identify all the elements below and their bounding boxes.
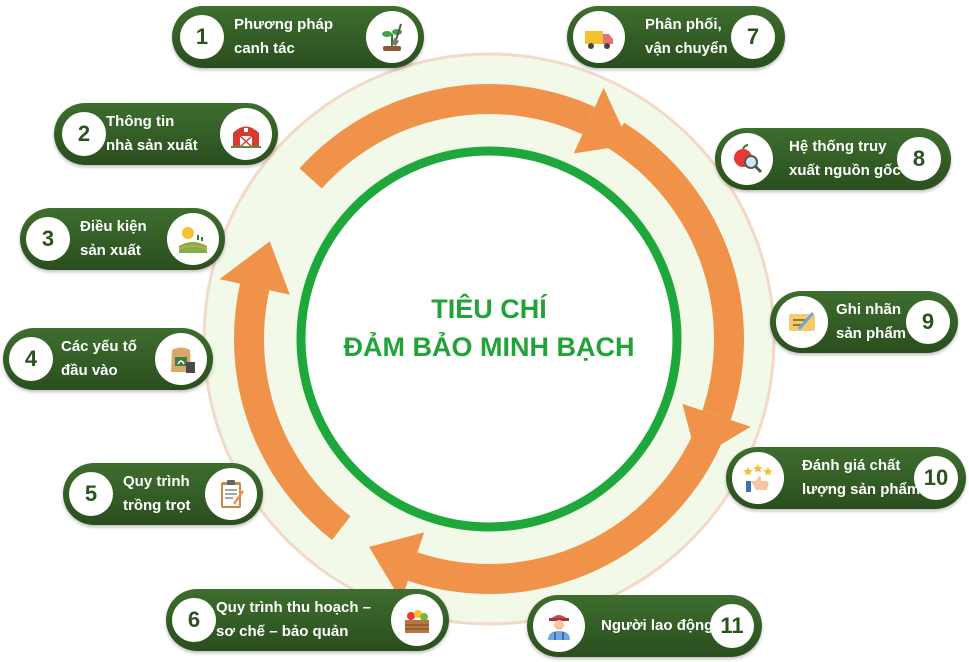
criterion-label: Điều kiện sản xuất [80, 208, 147, 270]
criterion-2: 2 Thông tin nhà sản xuất [54, 103, 278, 165]
label-line: Thông tin [106, 113, 175, 130]
label-line: vận chuyển [645, 40, 728, 57]
criterion-number: 9 [906, 300, 950, 344]
label-line: Phân phối, [645, 16, 722, 33]
criterion-11: Người lao động 11 [527, 595, 762, 657]
label-line: Quy trình [123, 473, 190, 490]
criterion-8: Hệ thống truy xuất nguồn gốc 8 [715, 128, 951, 190]
criterion-label: Ghi nhãn sản phẩm [836, 291, 906, 353]
label-line: Quy trình thu hoạch – [216, 599, 372, 616]
label-line: Phương pháp [234, 16, 334, 33]
label-line: sơ chế – bảo quản [216, 623, 349, 640]
criterion-label: Thông tin nhà sản xuất [106, 103, 198, 165]
criterion-label: Phương pháp canh tác [234, 6, 333, 68]
label-line: nhà sản xuất [106, 137, 198, 154]
cycle-arrow-body-2 [608, 122, 745, 421]
criterion-3: 3 Điều kiện sản xuất [20, 208, 225, 270]
criterion-label: Đánh giá chất lượng sản phẩm [802, 447, 920, 509]
produce-crate-icon [391, 594, 443, 646]
criterion-label: Người lao động [601, 595, 713, 657]
criterion-number: 8 [897, 137, 941, 181]
label-tag-icon [776, 296, 828, 348]
criterion-1: 1 Phương pháp canh tác [172, 6, 424, 68]
farm-worker-icon [533, 600, 585, 652]
criterion-number: 7 [731, 15, 775, 59]
cycle-arrow-head-4 [219, 241, 290, 295]
criterion-number: 4 [9, 337, 53, 381]
criterion-label: Hệ thống truy xuất nguồn gốc [789, 128, 901, 190]
criterion-9: Ghi nhãn sản phẩm 9 [770, 291, 958, 353]
label-line: Ghi nhãn [836, 301, 901, 318]
center-title-line-2: ĐẢM BẢO MINH BẠCH [344, 330, 635, 362]
criterion-number: 5 [69, 472, 113, 516]
criterion-4: 4 Các yếu tố đầu vào [3, 328, 213, 390]
seedling-shovel-icon [366, 11, 418, 63]
cycle-arrow-head-3 [369, 532, 425, 601]
criterion-label: Các yếu tố đầu vào [61, 328, 137, 390]
cycle-arrow-body-1 [299, 84, 595, 189]
center-title-line-1: TIÊU CHÍ [431, 293, 548, 324]
label-line: Người lao động [601, 617, 714, 634]
criterion-6: 6 Quy trình thu hoạch – sơ chế – bảo quả… [166, 589, 449, 651]
criterion-number: 3 [26, 217, 70, 261]
fertilizer-sack-icon [155, 333, 207, 385]
cycle-arrow-body-3 [407, 423, 726, 594]
center-ring [296, 146, 682, 532]
criterion-number: 11 [710, 604, 754, 648]
clipboard-icon [205, 468, 257, 520]
label-line: Đánh giá chất [802, 457, 901, 474]
delivery-truck-icon [573, 11, 625, 63]
label-line: sản xuất [80, 242, 141, 259]
cycle-arrow-body-4 [234, 283, 351, 540]
criterion-5: 5 Quy trình trồng trọt [63, 463, 263, 525]
label-line: trồng trọt [123, 497, 191, 514]
label-line: sản phẩm [836, 325, 907, 342]
criterion-number: 2 [62, 112, 106, 156]
farm-barn-icon [220, 108, 272, 160]
label-line: xuất nguồn gốc [789, 162, 901, 179]
label-line: Hệ thống truy [789, 138, 887, 155]
thumbs-up-stars-icon [732, 452, 784, 504]
label-line: canh tác [234, 40, 295, 57]
criterion-number: 6 [172, 598, 216, 642]
criterion-label: Quy trình trồng trọt [123, 463, 190, 525]
criterion-10: Đánh giá chất lượng sản phẩm 10 [726, 447, 966, 509]
label-line: Các yếu tố [61, 338, 137, 355]
criterion-number: 10 [914, 456, 958, 500]
apple-magnifier-icon [721, 133, 773, 185]
sun-field-icon [167, 213, 219, 265]
criterion-label: Quy trình thu hoạch – sơ chế – bảo quản [216, 589, 371, 651]
criterion-label: Phân phối, vận chuyển [645, 6, 728, 68]
criterion-number: 1 [180, 15, 224, 59]
label-line: lượng sản phẩm [802, 481, 921, 498]
label-line: Điều kiện [80, 218, 147, 235]
cycle-arrows [219, 84, 751, 601]
label-line: đầu vào [61, 362, 118, 379]
criterion-7: Phân phối, vận chuyển 7 [567, 6, 785, 68]
